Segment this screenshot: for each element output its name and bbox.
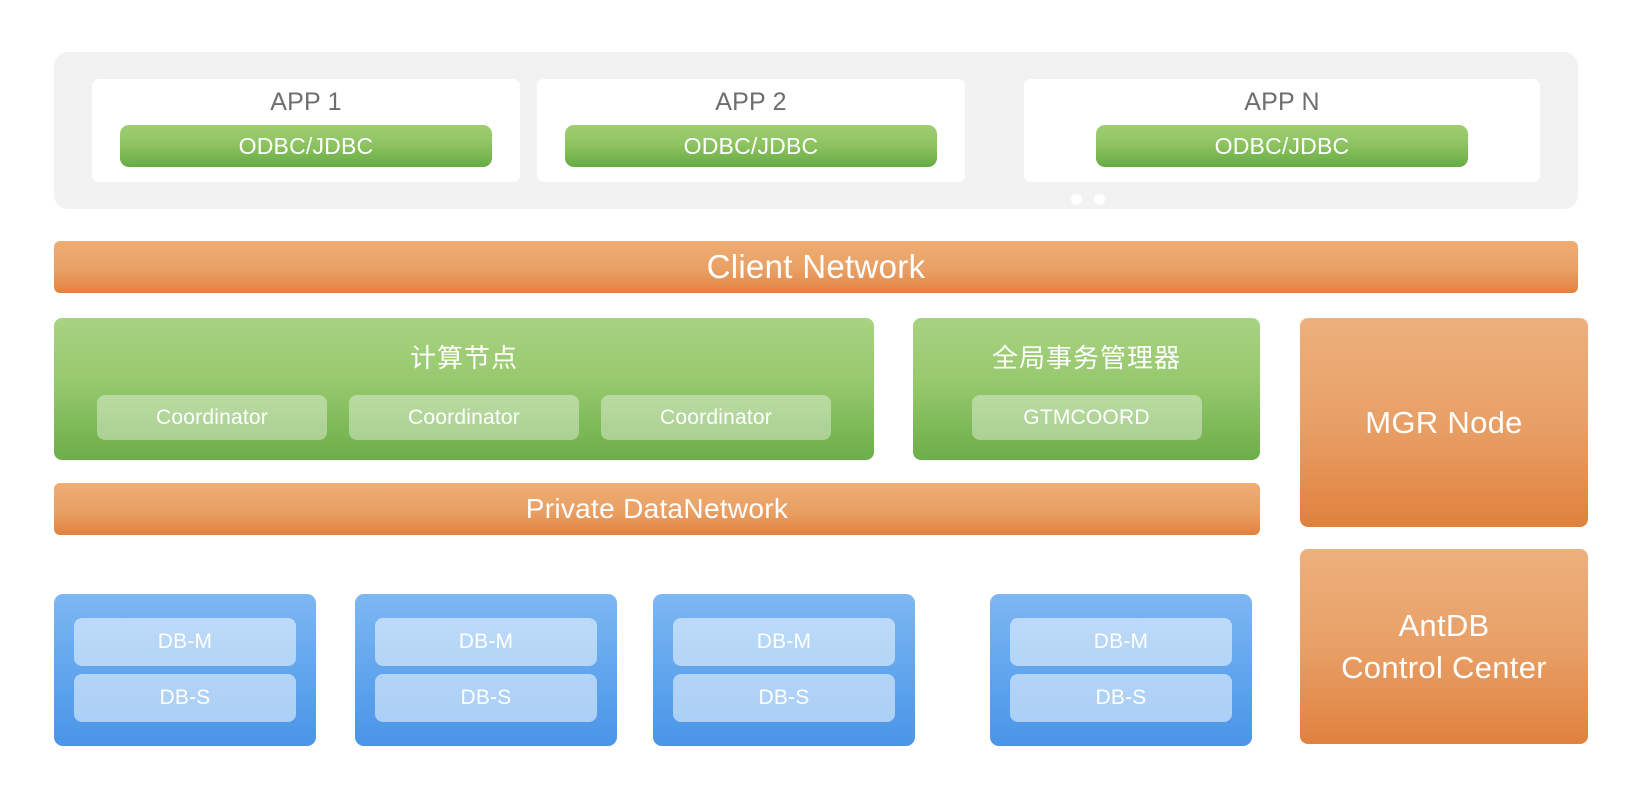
- odbc-jdbc-connector[interactable]: ODBC/JDBC: [120, 125, 492, 167]
- app-card-2[interactable]: APP 2 ODBC/JDBC: [537, 79, 965, 182]
- mgr-node-label: MGR Node: [1365, 404, 1523, 440]
- ellipsis-dot-icon: [1094, 194, 1105, 205]
- data-shard-group-2: DB-M DB-S: [355, 594, 617, 746]
- coordinator-chip[interactable]: Coordinator: [349, 395, 579, 440]
- mgr-node-box[interactable]: MGR Node: [1300, 318, 1588, 527]
- data-shard-group-3: DB-M DB-S: [653, 594, 915, 746]
- db-master-chip[interactable]: DB-M: [1010, 618, 1232, 666]
- compute-node-title: 计算节点: [409, 343, 518, 373]
- app-card-n[interactable]: APP N ODBC/JDBC: [1024, 79, 1540, 182]
- client-network-bar: Client Network: [54, 241, 1578, 293]
- antdb-control-center-label-line2: Control Center: [1341, 649, 1547, 685]
- private-datanetwork-bar: Private DataNetwork: [54, 483, 1260, 535]
- ellipsis-dot-icon: [1071, 194, 1082, 205]
- app-card-title: APP 1: [270, 88, 342, 116]
- coordinator-chip[interactable]: Coordinator: [97, 395, 327, 440]
- db-master-chip[interactable]: DB-M: [673, 618, 895, 666]
- gtm-title: 全局事务管理器: [991, 343, 1181, 373]
- db-slave-chip[interactable]: DB-S: [1010, 674, 1232, 722]
- app-card-title: APP 2: [715, 88, 787, 116]
- antdb-control-center-box[interactable]: AntDB Control Center: [1300, 549, 1588, 744]
- antdb-control-center-label: AntDB Control Center: [1341, 605, 1547, 689]
- app-card-1[interactable]: APP 1 ODBC/JDBC: [92, 79, 520, 182]
- odbc-jdbc-connector[interactable]: ODBC/JDBC: [1096, 125, 1468, 167]
- db-master-chip[interactable]: DB-M: [74, 618, 296, 666]
- coordinator-row: Coordinator Coordinator Coordinator: [54, 395, 874, 440]
- application-layer-band: APP 1 ODBC/JDBC APP 2 ODBC/JDBC APP N OD…: [54, 52, 1578, 263]
- odbc-jdbc-connector[interactable]: ODBC/JDBC: [565, 125, 937, 167]
- gtmcoord-row: GTMCOORD: [913, 395, 1260, 440]
- app-card-title: APP N: [1244, 88, 1320, 116]
- db-slave-chip[interactable]: DB-S: [375, 674, 597, 722]
- data-shard-group-1: DB-M DB-S: [54, 594, 316, 746]
- db-slave-chip[interactable]: DB-S: [74, 674, 296, 722]
- gtmcoord-chip[interactable]: GTMCOORD: [971, 395, 1202, 440]
- coordinator-chip[interactable]: Coordinator: [601, 395, 831, 440]
- compute-node-group: 计算节点 Coordinator Coordinator Coordinator: [54, 318, 874, 460]
- global-transaction-manager-group: 全局事务管理器 GTMCOORD: [913, 318, 1260, 460]
- db-master-chip[interactable]: DB-M: [375, 618, 597, 666]
- antdb-control-center-label-line1: AntDB: [1398, 607, 1490, 643]
- db-slave-chip[interactable]: DB-S: [673, 674, 895, 722]
- data-shard-group-4: DB-M DB-S: [990, 594, 1252, 746]
